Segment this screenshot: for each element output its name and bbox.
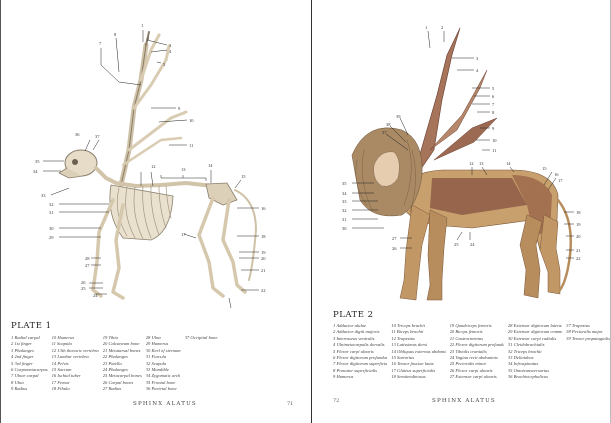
svg-text:32: 32 — [49, 202, 54, 207]
svg-text:7: 7 — [492, 102, 495, 107]
svg-text:7: 7 — [99, 41, 102, 46]
plate-title: PLATE 1 — [11, 321, 52, 331]
svg-text:22: 22 — [576, 256, 581, 261]
svg-text:37: 37 — [95, 134, 100, 139]
svg-text:5: 5 — [492, 86, 495, 91]
svg-text:14: 14 — [208, 163, 213, 168]
legend-item: 36 Brachiocephalicus — [508, 374, 562, 380]
svg-text:35: 35 — [35, 159, 40, 164]
legend-item: 27 Extensor carpi ulnaris — [450, 374, 504, 380]
svg-text:29: 29 — [49, 235, 54, 240]
svg-text:15: 15 — [542, 166, 547, 171]
svg-text:8: 8 — [492, 110, 495, 115]
svg-text:21: 21 — [576, 248, 581, 253]
svg-text:38: 38 — [386, 122, 391, 127]
legend-item: 36 Parietal bone — [146, 386, 181, 392]
svg-text:17: 17 — [558, 178, 563, 183]
plate-1-legend: 1 Radial carpal 2 1st finger 3 Phalanges… — [11, 335, 218, 393]
svg-text:6: 6 — [492, 94, 495, 99]
running-head: SPHINX ALATUS — [133, 401, 197, 407]
svg-text:10: 10 — [492, 138, 497, 143]
svg-text:16: 16 — [261, 206, 266, 211]
svg-text:12: 12 — [469, 161, 474, 166]
svg-text:13: 13 — [479, 161, 484, 166]
svg-text:11: 11 — [189, 143, 193, 148]
svg-text:28: 28 — [85, 256, 90, 261]
svg-text:25: 25 — [81, 286, 86, 291]
legend-item: 9 Humerus — [333, 374, 387, 380]
legend-item: 18 Fibula — [52, 386, 99, 392]
plate-2-legend: 1 Adductor alulae 2 Adductor digiti majo… — [333, 323, 610, 381]
svg-text:14: 14 — [506, 161, 511, 166]
svg-text:8: 8 — [114, 32, 117, 37]
svg-text:2: 2 — [441, 25, 443, 30]
svg-text:30: 30 — [342, 226, 347, 231]
svg-text:24: 24 — [470, 242, 475, 247]
svg-text:3: 3 — [169, 43, 172, 48]
svg-text:30: 30 — [49, 226, 54, 231]
svg-text:27: 27 — [85, 263, 90, 268]
svg-text:4: 4 — [476, 68, 479, 73]
plate-title: PLATE 2 — [333, 310, 374, 320]
svg-text:33: 33 — [41, 193, 46, 198]
legend-item: 37 Occipital bone — [185, 335, 218, 341]
svg-text:1: 1 — [141, 23, 143, 28]
svg-text:32: 32 — [342, 208, 347, 213]
svg-text:25: 25 — [454, 242, 459, 247]
legend-item: 39 Tensor propatagialis — [566, 336, 610, 342]
svg-text:31: 31 — [49, 210, 54, 215]
svg-text:31: 31 — [342, 217, 347, 222]
svg-text:16: 16 — [554, 172, 559, 177]
svg-text:27: 27 — [392, 236, 397, 241]
page-number: 71 — [287, 401, 293, 407]
legend-item: 9 Radius — [11, 386, 48, 392]
svg-text:13: 13 — [181, 167, 186, 172]
running-head: SPHINX ALATUS — [432, 398, 496, 404]
svg-text:37: 37 — [382, 130, 387, 135]
svg-text:33: 33 — [342, 199, 347, 204]
svg-text:9: 9 — [492, 126, 495, 131]
svg-text:11: 11 — [492, 148, 496, 153]
legend-item: 18 Semitendinosus — [391, 374, 445, 380]
svg-text:19: 19 — [576, 222, 581, 227]
svg-text:15: 15 — [241, 174, 246, 179]
svg-text:36: 36 — [75, 132, 80, 137]
svg-text:22: 22 — [261, 288, 266, 293]
svg-text:17: 17 — [181, 232, 186, 237]
svg-text:26: 26 — [392, 246, 397, 251]
svg-text:20: 20 — [576, 234, 581, 239]
left-page: 12 34 57 89 1011 1213 1415 1617 1819 202… — [1, 0, 311, 423]
svg-text:24: 24 — [93, 293, 98, 298]
musculature-illustration: 12 34 56 78 910 1112 1314 1516 1718 1920… — [312, 0, 610, 310]
svg-text:10: 10 — [189, 118, 194, 123]
svg-text:19: 19 — [261, 250, 266, 255]
svg-text:39: 39 — [396, 114, 401, 119]
svg-text:26: 26 — [81, 280, 86, 285]
svg-text:18: 18 — [261, 234, 266, 239]
svg-text:21: 21 — [261, 268, 266, 273]
svg-text:4: 4 — [169, 49, 172, 54]
svg-text:34: 34 — [33, 169, 38, 174]
legend-item: 27 Radius — [103, 386, 142, 392]
svg-text:18: 18 — [576, 210, 581, 215]
svg-text:3: 3 — [476, 56, 479, 61]
svg-text:12: 12 — [151, 164, 156, 169]
svg-text:2: 2 — [147, 36, 149, 41]
svg-text:35: 35 — [342, 181, 347, 186]
svg-text:20: 20 — [261, 256, 266, 261]
page-number: 72 — [333, 398, 339, 404]
svg-text:1: 1 — [425, 25, 427, 30]
svg-text:9: 9 — [178, 106, 181, 111]
svg-text:34: 34 — [342, 191, 347, 196]
